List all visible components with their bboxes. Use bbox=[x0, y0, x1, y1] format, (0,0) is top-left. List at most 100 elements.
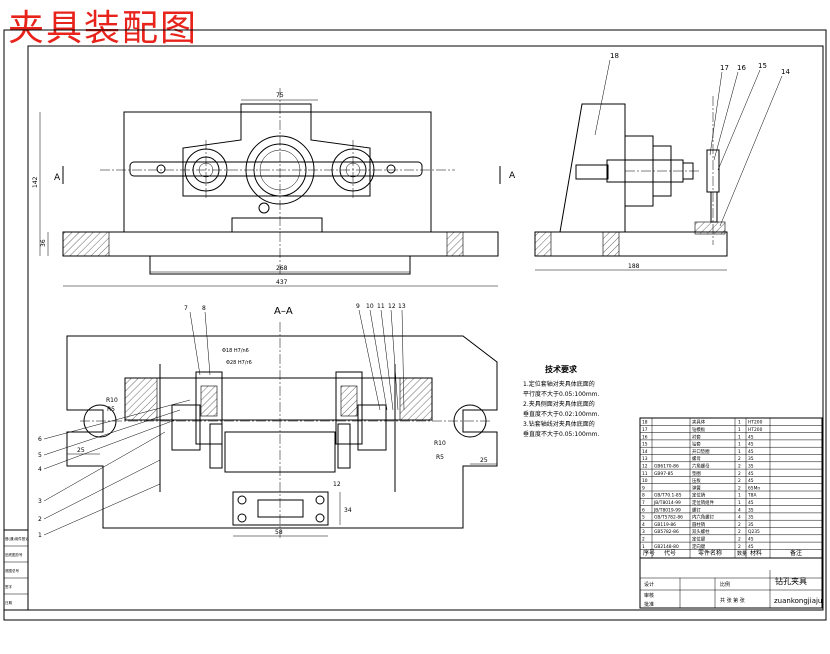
bom-cell-no: 1 bbox=[642, 544, 645, 550]
tech-req-line-6: 垂直度不大于0.05:100mm. bbox=[523, 430, 600, 438]
bom-cell-code: JB/T8014-99 bbox=[653, 500, 681, 506]
scale-label: 比例 bbox=[720, 581, 730, 588]
bom-cell-qty: 2 bbox=[738, 471, 741, 477]
front-view-dimensions: 75 142 36 268 437 A A bbox=[32, 92, 516, 287]
bom-cell-mat: 35 bbox=[748, 456, 754, 462]
bom-cell-qty: 2 bbox=[738, 537, 741, 543]
bom-cell-no: 14 bbox=[642, 449, 648, 455]
side-strip: 借(通)用件登记 旧底图总号 底图总号 签字 日期 bbox=[3, 529, 29, 611]
bom-cell-no: 7 bbox=[642, 500, 645, 506]
bom-cell-name: 双头螺柱 bbox=[692, 528, 710, 535]
bom-cell-name: 弹簧 bbox=[692, 484, 701, 491]
balloon-4: 4 bbox=[38, 466, 42, 473]
radius-left: R10 bbox=[106, 397, 118, 404]
dim-inner-width: 268 bbox=[276, 265, 288, 272]
tech-req-line-5: 3.钻套轴线对夹具体底面的 bbox=[523, 420, 595, 428]
bom-cell-mat: HT200 bbox=[748, 427, 763, 433]
bom-cell-no: 15 bbox=[642, 442, 648, 448]
balloon-16: 16 bbox=[737, 64, 746, 72]
bom-cell-name: 六角螺母 bbox=[692, 463, 710, 470]
section-dimensions: Φ18 H7/n6 Φ28 H7/r6 R10 R5 R10 R5 25 25 … bbox=[67, 348, 497, 537]
side-balloons: 18 17 16 15 14 bbox=[594, 52, 790, 227]
bom-cell-no: 12 bbox=[642, 464, 648, 470]
bom-header-qty: 数量 bbox=[737, 550, 747, 557]
technical-requirements: 技术要求 1.定位套轴对夹具体底面的 平行度不大于0.05:100mm. 2.夹… bbox=[523, 364, 600, 438]
radius-right: R10 bbox=[434, 440, 446, 447]
section-arrow-right: A bbox=[509, 171, 516, 181]
title-block: 钻孔夹具 zuankongjiaju 比例 共 张 第 张 设计 审核 批准 bbox=[639, 557, 823, 609]
bom-cell-no: 11 bbox=[642, 471, 648, 477]
dim-height: 142 bbox=[32, 176, 39, 188]
bom-cell-no: 16 bbox=[642, 434, 648, 440]
bom-cell-mat: 35 bbox=[748, 515, 754, 521]
balloon-3: 3 bbox=[38, 498, 42, 505]
bom-cell-qty: 2 bbox=[738, 485, 741, 491]
dim-key-height: 34 bbox=[344, 507, 352, 514]
balloon-5: 5 bbox=[38, 452, 42, 459]
bom-cell-qty: 1 bbox=[738, 493, 741, 499]
dim-overall-width: 437 bbox=[276, 279, 288, 286]
bom-cell-no: 3 bbox=[642, 529, 645, 535]
bom-cell-no: 10 bbox=[642, 478, 648, 484]
bom-header-code: 代号 bbox=[664, 549, 676, 557]
bom-cell-name: 垫圈 bbox=[692, 470, 701, 477]
bom-cell-qty: 2 bbox=[738, 522, 741, 528]
dim-key-width: 58 bbox=[275, 529, 283, 536]
bom-cell-name: 定位销组件 bbox=[692, 499, 715, 506]
tech-req-line-3: 2.夹具侧面对夹具体底面的 bbox=[523, 400, 595, 408]
drawing-name: 钻孔夹具 bbox=[775, 576, 807, 586]
bom-cell-mat: 45 bbox=[748, 442, 754, 448]
bom-cell-mat: T8A bbox=[747, 493, 756, 499]
bom-cell-qty: 2 bbox=[738, 464, 741, 470]
bom-cell-no: 5 bbox=[642, 515, 645, 521]
bom-cell-no: 6 bbox=[642, 507, 645, 513]
front-view bbox=[62, 88, 499, 276]
strip-label-3: 底图总号 bbox=[5, 568, 19, 573]
bom-cell-mat: 35 bbox=[748, 507, 754, 513]
approver-label: 批准 bbox=[644, 601, 654, 608]
bom-cell-no: 9 bbox=[642, 485, 645, 491]
dim-right-offset: 25 bbox=[480, 457, 488, 464]
bom-cell-mat: 45 bbox=[748, 434, 754, 440]
dim-left-offset: 25 bbox=[77, 447, 85, 454]
tech-req-line-1: 1.定位套轴对夹具体底面的 bbox=[523, 380, 595, 388]
strip-label-4: 签字 bbox=[5, 584, 12, 589]
dim-bore-width: 75 bbox=[276, 92, 284, 99]
bom-cell-mat: 35 bbox=[748, 464, 754, 470]
bom-cell-code: GB5782-86 bbox=[654, 529, 679, 535]
bom-cell-qty: 4 bbox=[738, 507, 741, 513]
bom-header-mat: 材料 bbox=[750, 549, 762, 557]
bom-cell-mat: 45 bbox=[748, 478, 754, 484]
drawing-number: zuankongjiaju bbox=[774, 597, 822, 605]
strip-label-1: 借(通)用件登记 bbox=[5, 536, 29, 541]
bom-header-no: 序号 bbox=[643, 549, 655, 557]
balloon-10: 10 bbox=[366, 303, 374, 310]
bom-cell-qty: 4 bbox=[738, 515, 741, 521]
side-view: 188 bbox=[534, 96, 728, 271]
fit-upper: Φ18 H7/n6 bbox=[222, 348, 249, 354]
bom-cell-mat: 65Mn bbox=[748, 485, 760, 491]
bom-cell-code: GB/T70.1-85 bbox=[654, 493, 682, 499]
bom-cell-qty: 1 bbox=[738, 434, 741, 440]
balloon-1: 1 bbox=[38, 532, 42, 539]
bom-cell-qty: 1 bbox=[738, 449, 741, 455]
bom-cell-no: 17 bbox=[642, 427, 648, 433]
balloon-12: 12 bbox=[388, 303, 396, 310]
bom-cell-code: GB97-85 bbox=[654, 471, 673, 477]
balloon-17: 17 bbox=[720, 64, 729, 72]
balloon-8: 8 bbox=[202, 305, 206, 312]
bom-cell-qty: 2 bbox=[738, 529, 741, 535]
bom-cell-code: JB/T8019-99 bbox=[653, 507, 681, 513]
strip-label-5: 日期 bbox=[5, 600, 12, 605]
outer-frame bbox=[3, 29, 827, 621]
bom-cell-no: 8 bbox=[642, 493, 645, 499]
section-label: A–A bbox=[274, 306, 293, 317]
bom-cell-mat: 35 bbox=[748, 522, 754, 528]
inner-frame bbox=[27, 45, 824, 611]
bom-cell-qty: 2 bbox=[738, 544, 741, 550]
dim-base-height: 36 bbox=[40, 239, 47, 247]
bom-cell-no: 13 bbox=[642, 456, 648, 462]
bom-cell-code: GB119-86 bbox=[654, 522, 676, 528]
